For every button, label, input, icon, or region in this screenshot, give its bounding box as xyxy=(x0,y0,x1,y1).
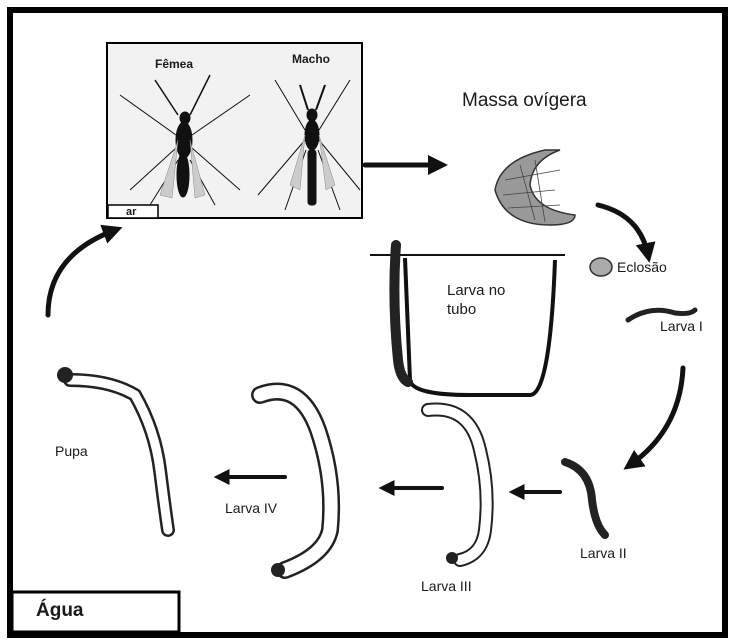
femea-label: Fêmea xyxy=(155,57,193,71)
larva-ii-label: Larva II xyxy=(580,545,627,561)
hatching-egg-illustration xyxy=(590,258,612,276)
massa-ovigera-label: Massa ovígera xyxy=(462,90,587,112)
pupa-label: Pupa xyxy=(55,443,88,459)
ar-label: ar xyxy=(126,206,136,218)
macho-label: Macho xyxy=(292,52,330,66)
larva-iii-label: Larva III xyxy=(421,578,472,594)
larva-iv-label: Larva IV xyxy=(225,500,277,516)
larva-no-tubo-label: Larva no tubo xyxy=(447,281,507,319)
agua-label: Água xyxy=(36,600,84,622)
larva-i-label: Larva I xyxy=(660,318,703,334)
adult-photo-panel xyxy=(107,43,362,218)
eclosao-label: Eclosão xyxy=(617,259,667,275)
